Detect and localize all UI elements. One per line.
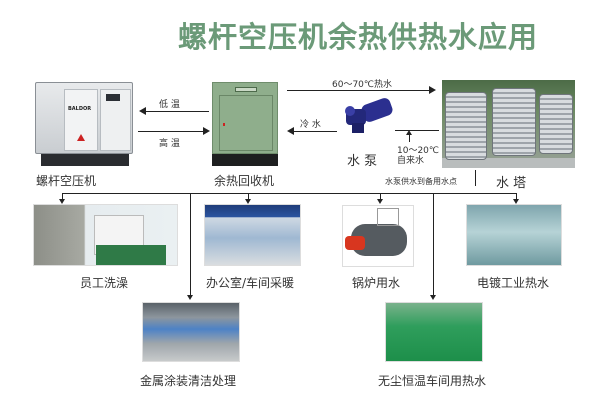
application-label: 办公室/车间采暖 <box>206 276 295 290</box>
brand-triangle-icon <box>77 134 85 141</box>
arrow-down-icon <box>377 199 383 204</box>
diagram-title: 螺杆空压机余热供热水应用 <box>178 20 539 54</box>
arrow-right-icon <box>429 86 436 94</box>
branch-line-dustfree <box>433 193 434 296</box>
arrow-up-icon <box>406 130 412 135</box>
hot-water-line <box>287 90 430 91</box>
metal-coating-image <box>142 302 240 362</box>
water-tank-image <box>442 80 575 168</box>
tap-water-label: 自来水 <box>397 156 425 166</box>
branch-line <box>248 193 249 200</box>
office-heating-image <box>204 204 301 266</box>
high-temp-label: 高 温 <box>159 139 180 149</box>
arrow-down-icon <box>430 295 436 300</box>
application-label: 员工洗澡 <box>80 276 129 290</box>
arrow-right-icon <box>203 127 210 135</box>
water-pump-image <box>340 95 400 140</box>
dustfree-workshop-image <box>385 302 483 362</box>
application-label: 无尘恒温车间用热水 <box>378 374 487 388</box>
arrow-down-icon <box>245 199 251 204</box>
branch-line <box>380 193 381 200</box>
cold-water-line <box>293 131 337 132</box>
arrow-down-icon <box>513 199 519 204</box>
cold-water-label: 冷 水 <box>300 120 321 130</box>
arrow-down-icon <box>59 199 65 204</box>
pump-label: 水 泵 <box>347 154 378 169</box>
air-compressor-image: BALDOR <box>33 82 136 167</box>
boiler-image <box>342 205 414 267</box>
tap-water-line <box>395 130 439 131</box>
divider-line <box>475 170 476 186</box>
high-temp-line <box>138 131 204 132</box>
arrow-left-icon <box>139 107 146 115</box>
arrow-left-icon <box>287 127 294 135</box>
arrow-down-icon <box>187 295 193 300</box>
tap-water-temp-label: 10～20℃ <box>397 146 440 156</box>
heat-recovery-unit-image <box>212 82 278 166</box>
water-tower-label: 水 塔 <box>496 176 527 191</box>
low-temp-line <box>143 111 209 112</box>
compressor-label: 螺杆空压机 <box>36 174 97 188</box>
brand-logo: BALDOR <box>68 106 92 112</box>
electroplating-image <box>466 204 562 266</box>
low-temp-label: 低 温 <box>159 100 180 110</box>
application-label: 锅炉用水 <box>352 276 401 290</box>
branch-line <box>62 193 63 200</box>
application-label: 金属涂装清洁处理 <box>140 374 237 388</box>
distribution-line <box>62 193 516 194</box>
shower-dormitory-image <box>33 204 178 266</box>
hot-water-label: 60～70℃热水 <box>332 80 393 90</box>
application-label: 电镀工业热水 <box>477 276 550 290</box>
branch-line-coating <box>190 193 191 296</box>
pump-supply-label: 水泵供水到备用水点 <box>385 177 457 186</box>
tap-water-riser <box>409 134 410 142</box>
branch-line <box>516 193 517 200</box>
recovery-unit-label: 余热回收机 <box>214 174 275 188</box>
